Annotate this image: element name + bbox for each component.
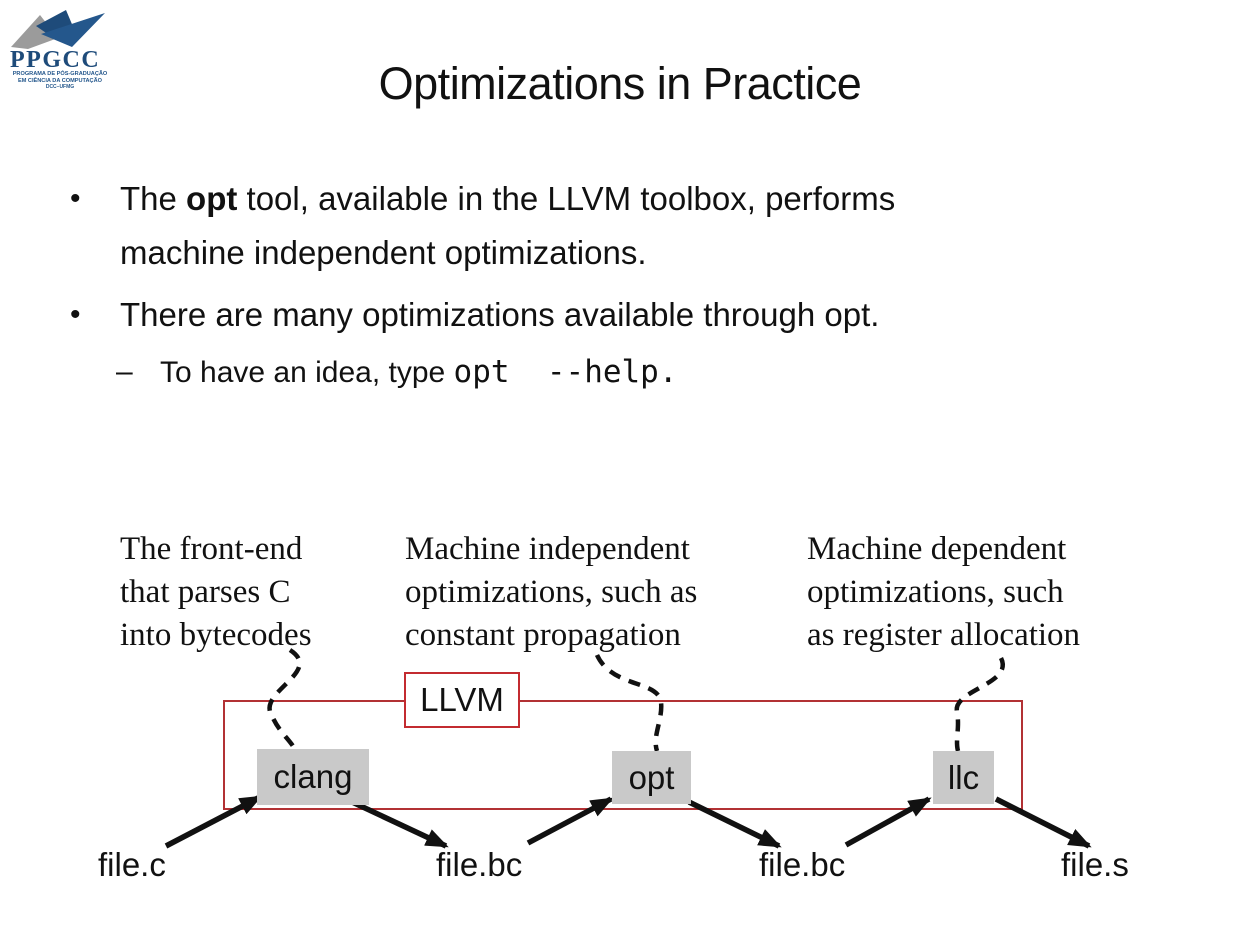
bullet-item: • There are many optimizations available …	[70, 288, 1150, 342]
annotation-machine-dependent: Machine dependent optimizations, such as…	[807, 528, 1080, 657]
bullet-marker: –	[116, 355, 133, 388]
logo-subtitle-line3: DCC–UFMG	[46, 84, 74, 90]
text-segment-bold: opt	[186, 180, 238, 217]
annotation-line: that parses C	[120, 574, 291, 610]
file-label-files: file.s	[1061, 846, 1129, 883]
annotation-line: Machine dependent	[807, 531, 1067, 567]
annotation-line: Machine independent	[405, 531, 690, 567]
text-segment-normal: tool, available in the LLVM toolbox, per…	[120, 180, 896, 271]
file-label-filec: file.c	[98, 846, 166, 883]
logo-blue-sail-shape	[41, 13, 105, 47]
annotation-line: as register allocation	[807, 617, 1081, 653]
bullet-list: • The opt tool, available in the LLVM too…	[70, 172, 1150, 397]
annotation-line: constant propagation	[405, 617, 681, 653]
annotation-line: into bytecodes	[120, 617, 312, 653]
text-segment-normal: To have an idea, type	[160, 356, 454, 389]
bullet-item: • The opt tool, available in the LLVM too…	[70, 172, 1150, 280]
logo-acronym: PPGCC	[10, 47, 100, 73]
text-segment-normal: The	[120, 180, 187, 217]
tool-box-llc: llc	[933, 751, 994, 804]
bullet-marker: •	[70, 298, 81, 331]
page-title: Optimizations in Practice	[378, 58, 862, 109]
text-segment-normal: There are many optimizations available t…	[120, 296, 880, 333]
logo-subtitle-line2: EM CIÊNCIA DA COMPUTAÇÃO	[18, 76, 103, 84]
file-label-filebc-1: file.bc	[436, 846, 523, 883]
annotation-frontend: The front-end that parses C into bytecod…	[120, 528, 312, 657]
tool-box-opt: opt	[612, 751, 691, 804]
bullet-marker: •	[70, 182, 81, 215]
annotation-line: optimizations, such as	[405, 574, 698, 610]
bullet-text: There are many optimizations available t…	[120, 288, 1020, 342]
bullet-text: The opt tool, available in the LLVM tool…	[120, 172, 1020, 280]
bullet-item: –To have an idea, type opt --help.	[116, 348, 1150, 397]
llvm-label-box: LLVM	[404, 672, 520, 728]
annotation-line: The front-end	[120, 531, 303, 567]
ppgcc-logo-graphic: PPGCC PROGRAMA DE PÓS-GRADUAÇÃO EM CIÊNC…	[10, 10, 108, 90]
annotation-line: optimizations, such	[807, 574, 1064, 610]
bullet-text: To have an idea, type opt --help.	[160, 348, 678, 397]
tool-box-clang: clang	[257, 749, 369, 805]
logo-subtitle-line1: PROGRAMA DE PÓS-GRADUAÇÃO	[13, 69, 108, 77]
annotation-machine-independent: Machine independent optimizations, such …	[405, 528, 697, 657]
ppgcc-logo: PPGCC PROGRAMA DE PÓS-GRADUAÇÃO EM CIÊNC…	[8, 6, 112, 90]
text-segment-mono: opt --help.	[453, 354, 678, 390]
file-label-filebc-2: file.bc	[759, 846, 846, 883]
